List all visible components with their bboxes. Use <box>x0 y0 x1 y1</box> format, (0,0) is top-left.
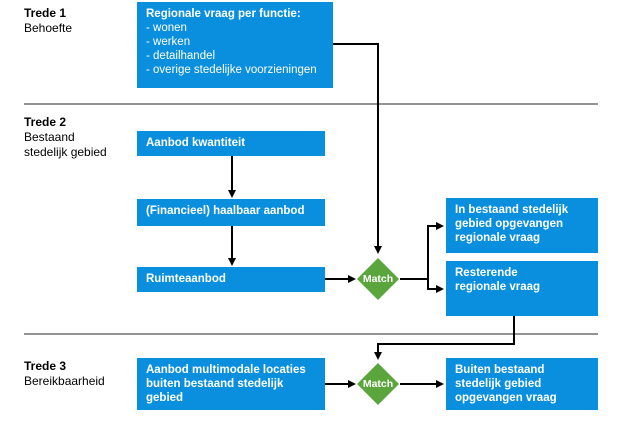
demand-function-list: - wonen - werken - detailhandel - overig… <box>146 21 324 77</box>
demand-item: - werken <box>146 36 191 48</box>
arrow-remaining-to-match <box>374 316 515 360</box>
tier-title: Trede 2 <box>24 115 67 129</box>
tier-subtitle: Bestaand stedelijk gebied <box>24 130 107 159</box>
tier-subtitle: Behoefte <box>24 21 73 35</box>
tier-2-heading: Trede 2 Bestaand stedelijk gebied <box>24 115 107 160</box>
tier-title: Trede 1 <box>24 6 67 20</box>
demand-item: - detailhandel <box>146 50 216 62</box>
remaining-demand-box: Resterende regionale vraag <box>446 261 598 316</box>
feasible-supply-label: (Financieel) haalbaar aanbod <box>146 205 305 217</box>
regional-demand-title: Regionale vraag per functie: <box>146 8 301 20</box>
space-supply-label: Ruimteaanbod <box>146 273 226 285</box>
regional-demand-box: Regionale vraag per functie: - wonen - w… <box>137 2 333 88</box>
absorbed-outside-box: Buiten bestaand stedelijk gebied opgevan… <box>446 358 598 410</box>
supply-quantity-label: Aanbod kwantiteit <box>146 137 246 149</box>
tier-1-heading: Trede 1 Behoefte <box>24 6 72 36</box>
supply-quantity-box: Aanbod kwantiteit <box>137 131 325 156</box>
match-diamond-2 <box>357 363 399 405</box>
arrow-match-to-remaining <box>427 279 444 293</box>
match-label: Match <box>362 273 394 285</box>
absorbed-outside-label: Buiten bestaand stedelijk gebied opgevan… <box>455 364 557 404</box>
match-node-2: Match <box>358 364 398 404</box>
demand-item: - wonen <box>146 22 187 34</box>
absorbed-existing-box: In bestaand stedelijk gebied opgevangen … <box>446 198 598 253</box>
match-diamond-1 <box>357 258 399 300</box>
arrow-demand-to-match <box>333 43 382 254</box>
multimodal-locations-box: Aanbod multimodale locaties buiten besta… <box>137 358 325 410</box>
match-label: Match <box>362 378 394 390</box>
space-supply-box: Ruimteaanbod <box>137 267 325 292</box>
remaining-demand-label: Resterende regionale vraag <box>455 267 541 293</box>
tier-3-heading: Trede 3 Bereikbaarheid <box>24 359 105 389</box>
multimodal-locations-label: Aanbod multimodale locaties buiten besta… <box>146 364 306 404</box>
feasible-supply-box: (Financieel) haalbaar aanbod <box>137 199 325 226</box>
arrow-match-to-absorbed <box>400 222 444 280</box>
demand-item: - overige stedelijke voorzieningen <box>146 64 317 76</box>
tier-title: Trede 3 <box>24 359 67 373</box>
match-node-1: Match <box>358 259 398 299</box>
absorbed-existing-label: In bestaand stedelijk gebied opgevangen … <box>455 204 569 244</box>
tier-subtitle: Bereikbaarheid <box>24 374 105 388</box>
